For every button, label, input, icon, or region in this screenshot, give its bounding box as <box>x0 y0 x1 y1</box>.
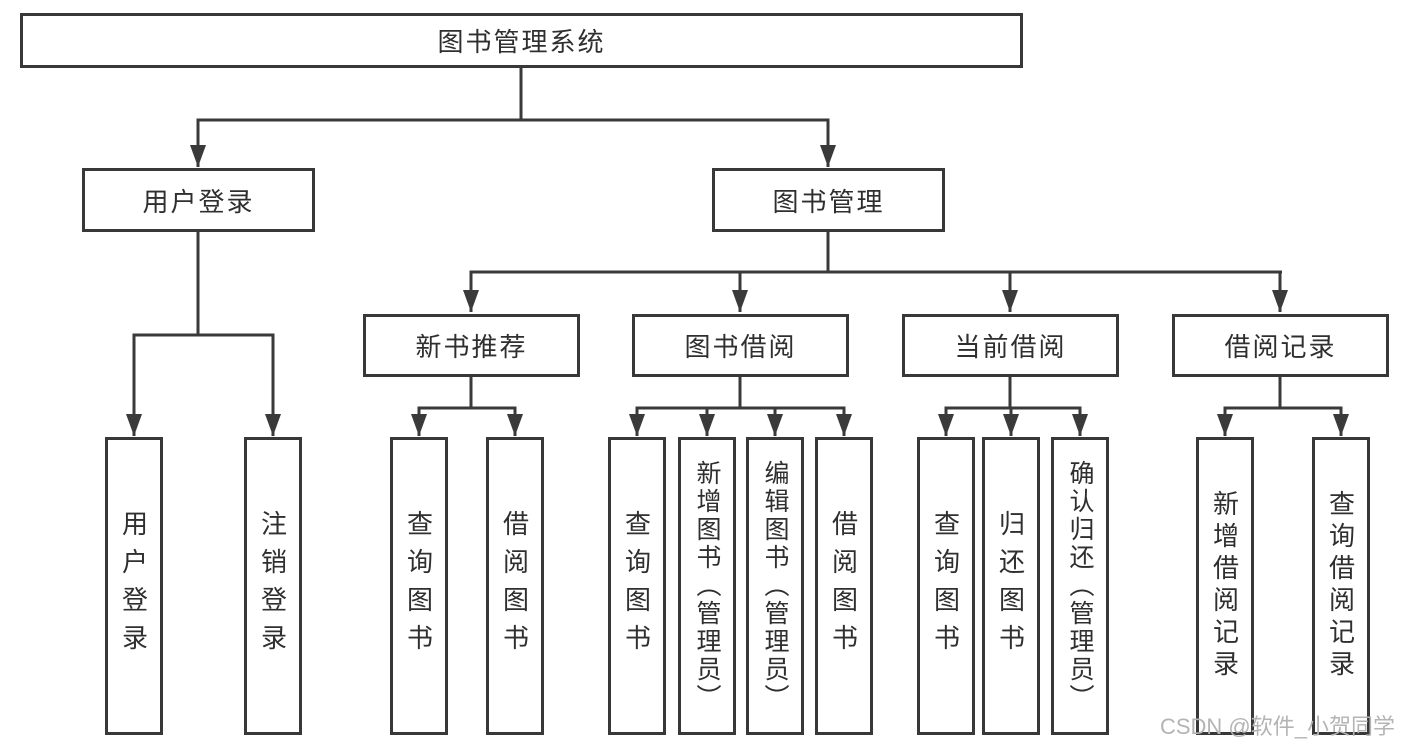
node-label: 借阅图书 <box>828 510 859 662</box>
node-leaf-logout: 注销登录 <box>244 437 302 735</box>
node-label: 新增图书（管理员） <box>693 460 721 712</box>
node-label: 归还图书 <box>995 510 1026 662</box>
node-leaf-current-confirm-return-admin: 确认归还（管理员） <box>1051 437 1109 735</box>
node-label: 借阅图书 <box>499 510 530 662</box>
node-label: 借阅记录 <box>1224 332 1337 362</box>
node-book-management-branch: 图书管理 <box>712 168 945 232</box>
node-borrow-record: 借阅记录 <box>1172 314 1389 377</box>
node-label: 图书管理系统 <box>437 27 606 57</box>
node-label: 查询图书 <box>930 510 961 662</box>
node-leaf-recommend-query-book: 查询图书 <box>390 437 448 735</box>
csdn-watermark: CSDN @软件_小贺同学 <box>1159 714 1395 739</box>
node-library-management-system: 图书管理系统 <box>20 13 1023 68</box>
node-leaf-current-return-book: 归还图书 <box>982 437 1040 735</box>
node-label: 注销登录 <box>257 510 288 662</box>
node-label: 用户登录 <box>142 186 255 217</box>
node-label: 当前借阅 <box>954 332 1067 362</box>
node-label: 新书推荐 <box>415 332 528 362</box>
node-label: 用户登录 <box>118 510 149 662</box>
node-label: 图书借阅 <box>684 332 797 362</box>
node-new-book-recommend: 新书推荐 <box>363 314 580 377</box>
node-leaf-current-query-book: 查询图书 <box>917 437 975 735</box>
node-leaf-borrow-query-book: 查询图书 <box>608 437 666 735</box>
node-leaf-borrow-borrow-book: 借阅图书 <box>815 437 873 735</box>
node-label: 确认归还（管理员） <box>1066 460 1094 712</box>
node-label: 查询借阅记录 <box>1325 490 1356 682</box>
node-leaf-recommend-borrow-book: 借阅图书 <box>486 437 544 735</box>
node-label: 查询图书 <box>403 510 434 662</box>
node-leaf-user-login: 用户登录 <box>105 437 163 735</box>
node-label: 新增借阅记录 <box>1209 490 1240 682</box>
node-label: 图书管理 <box>772 186 885 217</box>
node-leaf-record-add: 新增借阅记录 <box>1196 437 1254 735</box>
node-current-borrow: 当前借阅 <box>902 314 1119 377</box>
node-book-borrow: 图书借阅 <box>632 314 849 377</box>
node-user-login-branch: 用户登录 <box>82 168 315 232</box>
node-label: 查询图书 <box>621 510 652 662</box>
node-leaf-borrow-edit-book-admin: 编辑图书（管理员） <box>746 437 804 735</box>
node-label: 编辑图书（管理员） <box>761 460 789 712</box>
node-leaf-record-query: 查询借阅记录 <box>1312 437 1370 735</box>
node-leaf-borrow-add-book-admin: 新增图书（管理员） <box>678 437 736 735</box>
